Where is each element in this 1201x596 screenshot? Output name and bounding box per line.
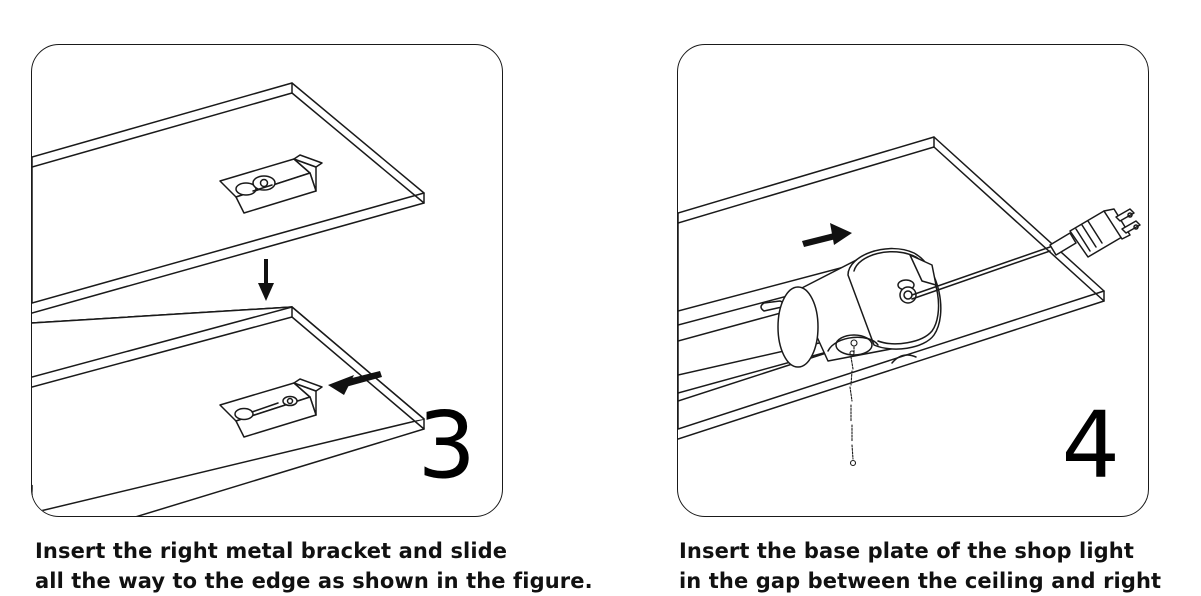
caption-line: Insert the right metal bracket and slide [35, 539, 508, 563]
step-4-panel: 4 [677, 44, 1149, 517]
power-cord [911, 246, 1051, 300]
end-cap [777, 247, 942, 368]
step-4-illustration [678, 136, 1141, 467]
pull-chain [849, 339, 858, 467]
caption-line: all the way to the edge as shown in the … [35, 569, 593, 593]
step-3-panel: 3 [31, 44, 503, 517]
step-number: 3 [417, 392, 476, 499]
upper-metal-bracket [219, 154, 323, 214]
power-plug [1049, 208, 1141, 258]
step-3-caption: Insert the right metal bracket and slide… [35, 536, 595, 596]
step-4-caption: Insert the base plate of the shop light … [679, 536, 1199, 596]
left-arrow [328, 371, 382, 395]
caption-line: in the gap between the ceiling and right [679, 569, 1162, 593]
right-arrow [802, 223, 852, 247]
caption-line: Insert the base plate of the shop light [679, 539, 1134, 563]
upper-board [32, 82, 425, 314]
down-arrow [258, 259, 274, 301]
step-3-illustration [32, 82, 425, 516]
lower-metal-bracket [219, 378, 323, 438]
step-number: 4 [1061, 392, 1120, 499]
